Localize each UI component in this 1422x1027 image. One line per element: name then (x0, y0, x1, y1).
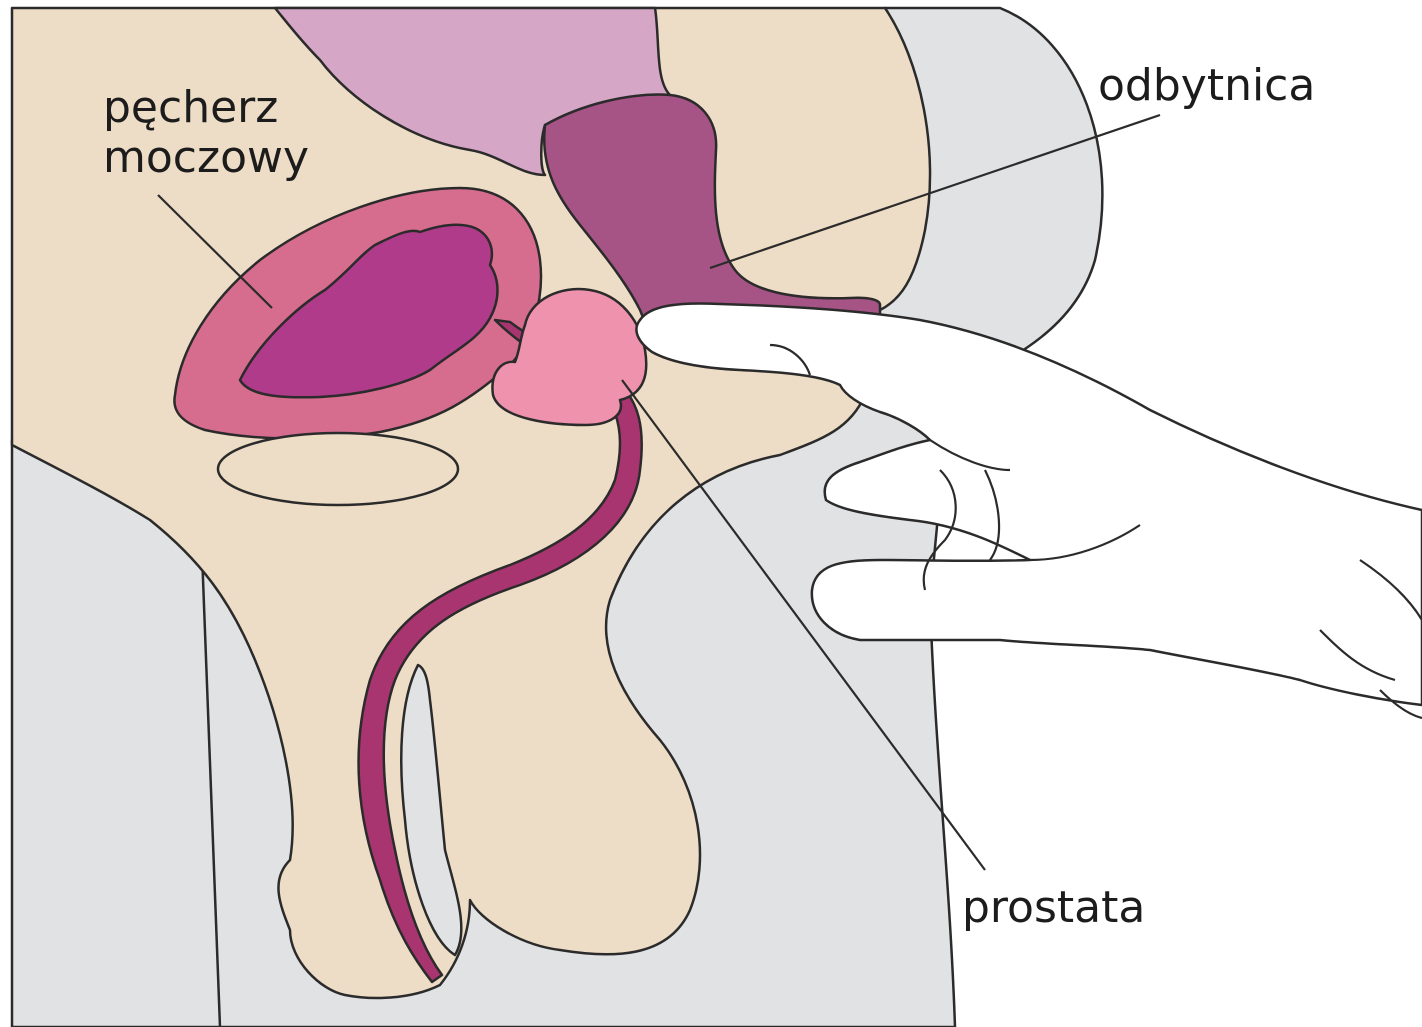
bladder-label-line2: moczowy (103, 132, 309, 183)
rectum-label: odbytnica (1098, 60, 1315, 111)
bladder-label-line1: pęcherz (103, 82, 278, 133)
prostate-label: prostata (962, 882, 1145, 933)
pubic-bone-oval (218, 433, 458, 505)
